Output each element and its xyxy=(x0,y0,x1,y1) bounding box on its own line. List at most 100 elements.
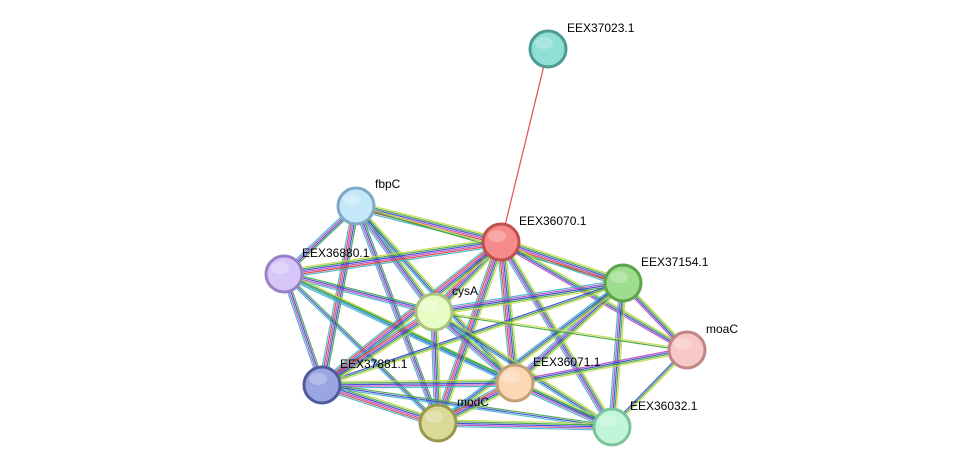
edge-line-blue xyxy=(514,348,687,383)
edge-line-cyan xyxy=(319,308,433,383)
edge-line-blue xyxy=(611,282,624,428)
edge-line-yellow xyxy=(283,237,501,271)
node-eex36070-1[interactable]: EEX36070.1 xyxy=(481,214,587,262)
edge-line-purple xyxy=(499,243,687,353)
edge-line-cyan xyxy=(608,282,621,427)
node-eex37023-1[interactable]: EEX37023.1 xyxy=(528,21,635,69)
node-label: EEX36032.1 xyxy=(630,399,698,413)
edge-line-blue xyxy=(356,204,502,242)
edge-line-blue xyxy=(501,240,624,283)
edge-line-red xyxy=(319,205,356,385)
edge-line-green xyxy=(612,283,626,428)
node-circle[interactable] xyxy=(264,254,304,294)
node-highlight xyxy=(421,300,439,312)
node-label: moaC xyxy=(706,322,738,336)
edge-line-cyan xyxy=(318,205,354,385)
edge-line-yellow xyxy=(516,284,626,386)
edge-eex37023-1-eex36070-1 xyxy=(500,48,549,243)
edge-line-blue xyxy=(284,273,324,385)
edge-line-cyan xyxy=(281,274,321,386)
edge-line-purple xyxy=(283,274,434,314)
edge-line-cyan xyxy=(436,280,622,422)
edge-line-green xyxy=(283,239,501,273)
edge-line-yellow xyxy=(434,310,688,350)
node-modc[interactable]: modC xyxy=(418,395,489,443)
edge-line-purple xyxy=(500,242,623,285)
node-fbpc[interactable]: fbpC xyxy=(336,177,401,226)
edge-line-cyan xyxy=(437,425,612,431)
edge-line-yellow xyxy=(323,314,437,389)
edge-line-yellow xyxy=(434,285,624,316)
node-circle[interactable] xyxy=(418,403,458,443)
edge-cysa-eex37881-1 xyxy=(319,308,437,389)
edge-line-purple xyxy=(322,383,516,388)
edge-line-purple xyxy=(437,423,612,430)
edge-line-green xyxy=(322,313,436,388)
edge-line-red xyxy=(320,309,434,384)
nodes-layer: EEX37023.1 fbpC EEX36070.1EEX36880.1EEX371… xyxy=(264,21,738,447)
node-circle[interactable] xyxy=(528,29,568,69)
edge-line-cyan xyxy=(433,279,623,310)
node-circle[interactable] xyxy=(603,263,643,303)
edge-line-cyan xyxy=(319,238,499,383)
edge-line-green xyxy=(515,283,625,385)
edge-line-green xyxy=(434,283,624,315)
edge-line-red xyxy=(320,239,500,384)
edges-layer xyxy=(281,48,690,431)
node-label: EEX36880.1 xyxy=(302,246,370,260)
edge-line-purple xyxy=(321,385,438,425)
edge-line-yellow xyxy=(504,241,520,383)
node-circle[interactable] xyxy=(667,330,707,370)
node-highlight xyxy=(425,411,443,423)
node-moac[interactable]: moaC xyxy=(667,322,738,370)
edge-line-purple xyxy=(514,347,687,382)
node-circle[interactable] xyxy=(336,186,376,226)
node-circle[interactable] xyxy=(302,365,342,405)
edge-line-green xyxy=(324,206,360,386)
edge-eex37154-1-cysa xyxy=(433,279,624,316)
edge-line-green xyxy=(322,382,613,427)
edge-line-yellow xyxy=(284,271,517,382)
edge-line-green xyxy=(502,241,518,383)
edge-eex36880-1-eex36070-1 xyxy=(283,237,502,279)
edge-line-purple xyxy=(282,274,322,386)
edge-line-blue xyxy=(322,312,435,387)
node-eex37154-1[interactable]: EEX37154.1 xyxy=(603,255,709,303)
node-circle[interactable] xyxy=(495,363,535,403)
node-label: EEX37023.1 xyxy=(567,21,635,35)
edge-line-blue xyxy=(321,384,613,428)
edge-line-red xyxy=(321,386,438,426)
edge-line-blue xyxy=(322,383,439,423)
node-highlight xyxy=(610,271,628,283)
node-highlight xyxy=(502,371,520,383)
edge-moac-eex36071-1 xyxy=(514,347,688,386)
edge-line-yellow xyxy=(322,283,624,388)
node-cysa[interactable]: cysA xyxy=(414,284,478,332)
edge-line-green xyxy=(501,240,688,350)
node-circle[interactable] xyxy=(481,222,521,262)
node-label: EEX37154.1 xyxy=(641,255,709,269)
edge-line-blue xyxy=(433,282,624,313)
edge-line-blue xyxy=(284,272,435,312)
edge-eex37881-1-eex36071-1 xyxy=(321,379,516,389)
edge-line-yellow xyxy=(356,201,503,239)
edge-line-yellow xyxy=(515,351,688,386)
edge-eex37154-1-eex36032-1 xyxy=(608,282,627,428)
edge-line-yellow xyxy=(502,237,625,280)
node-circle[interactable] xyxy=(592,407,632,447)
node-highlight xyxy=(271,262,289,274)
node-circle[interactable] xyxy=(414,292,454,332)
node-eex36880-1[interactable]: EEX36880.1 xyxy=(264,246,370,294)
node-eex36071-1[interactable]: EEX36071.1 xyxy=(495,355,601,403)
edge-line-green xyxy=(433,312,687,352)
edge-line-green xyxy=(356,203,502,241)
node-eex37881-1[interactable]: EEX37881.1 xyxy=(302,357,408,405)
node-eex36032-1[interactable]: EEX36032.1 xyxy=(592,399,698,447)
edge-modc-eex36032-1 xyxy=(437,419,613,431)
edge-line-purple xyxy=(433,280,623,312)
node-label: EEX36070.1 xyxy=(519,214,587,228)
node-highlight xyxy=(535,37,553,49)
edge-line-red xyxy=(435,241,500,423)
edge-line-green xyxy=(438,420,613,427)
